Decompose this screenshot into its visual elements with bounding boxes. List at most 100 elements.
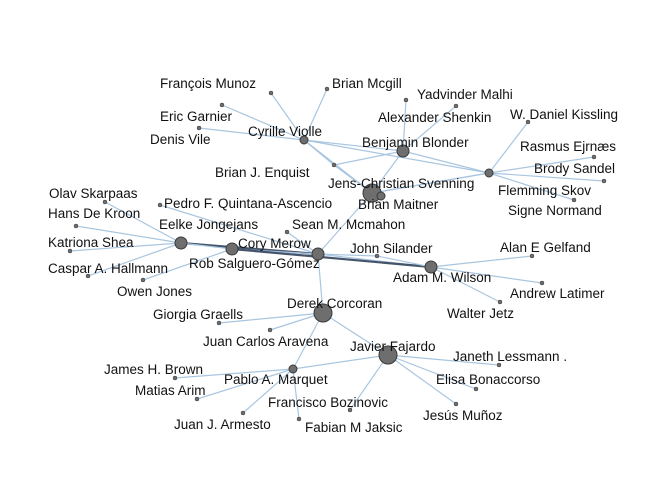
node-gelfand[interactable] [529,253,535,259]
edge-marquet-arim [196,368,294,400]
node-bonaccorso[interactable] [473,386,479,392]
node-mcmahon[interactable] [284,229,290,235]
edge-wilson-jetz [430,266,501,303]
label-vile: Denis Vile [150,132,211,147]
label-graells: Giorgia Graells [153,307,243,322]
label-munoz_j: Jesús Muñoz [423,408,503,423]
node-corcoran[interactable] [313,303,333,323]
node-shenkin[interactable] [453,103,459,109]
node-wilson[interactable] [424,260,438,274]
node-silander[interactable] [374,253,380,259]
edge-fajardo-marquet [292,354,389,370]
edge-fajardo-bonaccorso [387,354,477,390]
node-jones[interactable] [140,277,146,283]
label-jaksic: Fabian M Jaksic [305,420,403,435]
edge-merow-corcoran [317,253,324,314]
node-jongejans[interactable] [174,236,188,250]
edge-marquet-jaksic [292,368,300,420]
label-bozinovic: Francisco Bozinovic [268,395,388,410]
node-shea[interactable] [67,248,73,254]
node-brown[interactable] [172,375,178,381]
label-garnier: Eric Garnier [160,109,233,124]
node-jetz[interactable] [497,299,503,305]
node-normand[interactable] [571,197,577,203]
label-fajardo: Javier Fajardo [350,339,436,354]
label-hallmann: Caspar A. Hallmann [48,261,168,276]
label-jongejans: Eelke Jongejans [159,217,258,232]
edge-jens-merow [317,192,373,255]
node-merow[interactable] [311,247,325,261]
node-graells[interactable] [216,320,222,326]
node-munoz[interactable] [268,90,274,96]
edge-merow-silander [317,253,378,257]
node-mcgill[interactable] [324,86,330,92]
node-latimer[interactable] [539,280,545,286]
label-blonder: Benjamin Blonder [362,135,469,150]
edge-salguero-wilson [230,247,433,269]
edge-fajardo-lessmann [387,354,500,366]
node-skov[interactable] [601,178,607,184]
edge-fajardo-munoz_j [387,354,457,405]
node-salguero[interactable] [225,242,239,256]
node-aravena[interactable] [267,327,273,333]
edge-ejrnaes-normand [488,172,575,201]
node-arim[interactable] [194,396,200,402]
node-lessmann[interactable] [496,362,502,368]
edge-jongejans-hallmann [87,242,182,277]
label-jones: Owen Jones [117,284,192,299]
node-kissling[interactable] [525,119,531,125]
node-blonder[interactable] [396,144,410,158]
label-mcgill: Brian Mcgill [332,76,402,91]
edge-wilson-latimer [430,266,543,284]
label-enquist: Brian J. Enquist [215,165,310,180]
node-bozinovic[interactable] [347,407,353,413]
edge-jongejans-salguero [180,242,233,250]
node-fajardo[interactable] [378,345,398,365]
label-violle: Cyrille Violle [248,124,322,139]
label-silander: John Silander [350,241,433,256]
label-skov: Flemming Skov [498,183,591,198]
label-munoz: François Munoz [160,76,256,91]
label-corcoran: Derek Corcoran [287,296,382,311]
node-munoz_j[interactable] [453,401,459,407]
label-quintana: Pedro F. Quintana-Ascencio [164,196,332,211]
label-jetz: Walter Jetz [447,306,514,321]
node-dekroon[interactable] [73,223,79,229]
edge-blonder-violle [303,139,404,152]
label-normand: Signe Normand [508,203,602,218]
label-armesto: Juan J. Armesto [174,417,271,432]
edge-blonder-ejrnaes [402,150,490,174]
label-skarpaas: Olav Skarpaas [49,186,138,201]
edge-corcoran-fajardo [322,312,389,356]
label-latimer: Andrew Latimer [510,286,605,301]
node-sandel[interactable] [591,154,597,160]
label-shenkin: Alexander Shenkin [378,110,491,125]
node-jaksic[interactable] [296,416,302,422]
edges-layer [69,88,605,420]
node-marquet[interactable] [288,364,298,374]
edge-wilson-silander [376,255,432,268]
node-skarpaas[interactable] [102,199,108,205]
edge-blonder-malhi [402,99,407,152]
label-brian_m: Brian Maitner [358,197,439,212]
node-enquist[interactable] [331,162,337,168]
node-brian_m[interactable] [376,191,386,201]
edge-ejrnaes-sandel [488,156,595,174]
node-hallmann[interactable] [85,273,91,279]
node-vile[interactable] [196,125,202,131]
edge-violle-mcgill [303,88,328,141]
label-marquet: Pablo A. Marquet [224,372,328,387]
edge-marquet-brown [174,368,294,379]
node-garnier[interactable] [219,102,225,108]
node-malhi[interactable] [403,97,409,103]
edge-corcoran-marquet [292,312,324,370]
node-quintana[interactable] [157,202,163,208]
edge-violle-munoz [270,92,305,141]
node-violle[interactable] [299,135,309,145]
label-salguero: Rob Salguero-Gómez [189,256,320,271]
edge-corcoran-graells [218,312,324,324]
node-armesto[interactable] [240,410,246,416]
node-ejrnaes[interactable] [484,168,494,178]
label-jens: Jens-Christian Svenning [328,176,474,191]
